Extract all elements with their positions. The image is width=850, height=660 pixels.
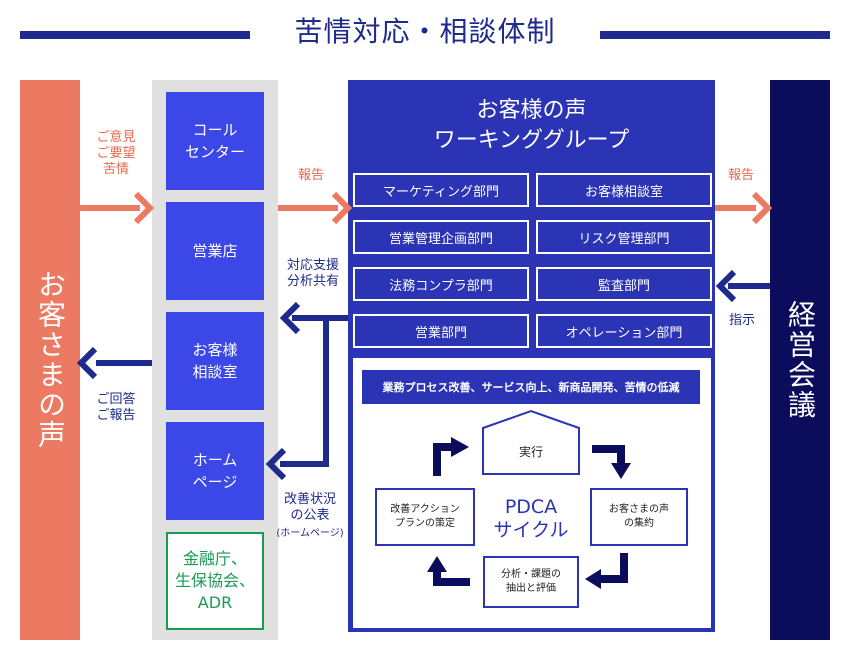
dept-audit: 監査部門 — [536, 267, 712, 301]
management-meeting-label: 経営会議 — [784, 300, 817, 420]
call-center-box: コール センター — [166, 92, 264, 190]
title-rule-left — [20, 31, 250, 39]
opinion-arrowhead — [133, 191, 155, 225]
execute-label: 実行 — [518, 444, 543, 459]
diagram-title: 苦情対応・相談体制 — [294, 15, 556, 48]
pdca-cycle-label: PDCA サイクル — [493, 496, 569, 541]
action-plan-box: 改善アクション プランの策定 — [375, 488, 475, 546]
homepage-box: ホーム ページ — [166, 422, 264, 520]
dept-customer-consultation: お客様相談室 — [536, 173, 712, 207]
report-arrowhead-1 — [331, 191, 353, 225]
salmon-arrowheads — [133, 191, 773, 225]
execute-shape — [482, 409, 580, 475]
cycle-arrowheads — [427, 437, 631, 589]
dept-marketing: マーケティング部門 — [353, 173, 529, 207]
customer-voice-label: お客さまの声 — [34, 270, 67, 450]
analyze-evaluate-box: 分析・課題の 抽出と評価 — [483, 556, 579, 608]
dept-legal-compliance: 法務コンプラ部門 — [353, 267, 529, 301]
fsa-association-adr-box: 金融庁、 生保協会、 ADR — [166, 532, 264, 630]
cycle-arrowhead-4 — [427, 556, 447, 572]
dept-operations: オペレーション部門 — [536, 314, 712, 348]
report-label-1: 報告 — [297, 168, 324, 183]
disclosure-arrowhead — [265, 447, 287, 481]
consultation-office-box: お客様 相談室 — [166, 312, 264, 410]
disclosure-sub-label: (ホームページ) — [276, 528, 344, 539]
instruct-arrowhead — [715, 269, 737, 303]
support-arrowhead — [279, 301, 301, 335]
cycle-arrowhead-1 — [451, 437, 469, 457]
reply-arrowhead — [76, 346, 98, 380]
opinion-label: ご意見 ご要望 苦情 — [96, 130, 136, 177]
cycle-arrows — [433, 443, 628, 586]
disclosure-arrow-line — [280, 318, 329, 467]
collect-voice-box: お客さまの声 の集約 — [590, 488, 688, 546]
navy-arrows — [76, 269, 770, 481]
reply-report-label: ご回答 ご報告 — [96, 392, 136, 423]
dept-sales-planning: 営業管理企画部門 — [353, 220, 529, 254]
cycle-arrowhead-2 — [611, 463, 631, 479]
report-label-2: 報告 — [727, 168, 754, 183]
cycle-arrow-analyze-plan — [433, 570, 470, 586]
working-group-title: お客様の声 ワーキンググループ — [433, 98, 630, 153]
dept-risk-management: リスク管理部門 — [536, 220, 712, 254]
cycle-arrow-plan-execute — [433, 443, 452, 476]
support-share-label: 対応支援 分析共有 — [286, 258, 339, 289]
dept-sales: 営業部門 — [353, 314, 529, 348]
report-arrowhead-2 — [751, 191, 773, 225]
disclosure-label: 改善状況 の公表 — [283, 492, 336, 523]
cycle-arrow-execute-collect — [592, 445, 625, 465]
cycle-arrow-collect-analyze — [600, 553, 628, 583]
instruct-label: 指示 — [728, 313, 755, 328]
branch-box: 営業店 — [166, 202, 264, 300]
title-rule-right — [600, 31, 830, 39]
cycle-arrowhead-3 — [585, 569, 601, 589]
customer-voice-column: お客さまの声 — [20, 80, 80, 640]
improvement-banner: 業務プロセス改善、サービス向上、新商品開発、苦情の低減 — [362, 370, 700, 404]
management-meeting-column: 経営会議 — [770, 80, 830, 640]
